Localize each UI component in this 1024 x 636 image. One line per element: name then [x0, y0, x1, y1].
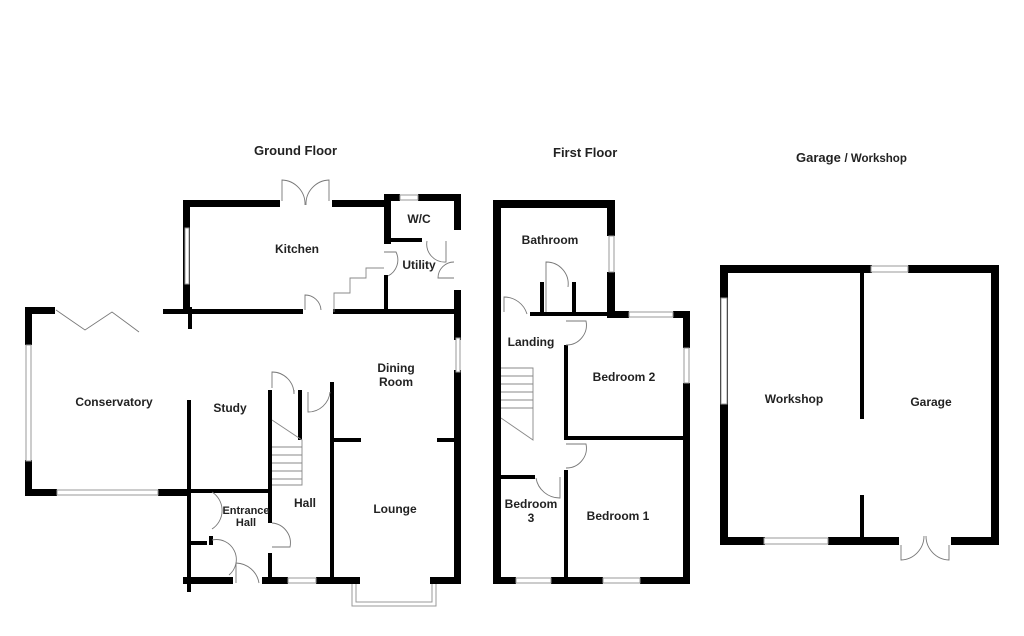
room-label-landing: Landing	[507, 335, 555, 349]
room-label-wc: W/C	[407, 212, 431, 226]
room-label-hall: Hall	[293, 496, 317, 510]
room-label-study: Study	[213, 401, 247, 415]
garage-title-sub: / Workshop	[844, 153, 907, 165]
room-label-conservatory: Conservatory	[75, 395, 153, 409]
stairs-first	[500, 367, 534, 441]
room-label-dining-room: Dining Room	[377, 361, 415, 389]
garage-title-main: Garage	[796, 150, 841, 165]
room-label-bedroom-1: Bedroom 1	[586, 509, 650, 523]
garage-plan	[720, 265, 999, 561]
garage-workshop-title: Garage / Workshop	[796, 150, 907, 165]
room-label-garage: Garage	[910, 395, 952, 409]
ground-floor-title: Ground Floor	[254, 143, 338, 158]
room-label-utility: Utility	[402, 258, 436, 272]
first-floor-title: First Floor	[553, 145, 618, 160]
room-label-bathroom: Bathroom	[521, 233, 579, 247]
ground-floor-plan	[25, 179, 461, 607]
room-label-workshop: Workshop	[764, 392, 824, 406]
room-label-bedroom-2: Bedroom 2	[592, 370, 656, 384]
stairs-ground	[271, 419, 303, 486]
room-label-entrance-hall: Entrance Hall	[222, 505, 270, 529]
room-label-kitchen: Kitchen	[274, 242, 320, 256]
room-label-lounge: Lounge	[373, 502, 417, 516]
first-floor-plan	[493, 200, 690, 584]
room-label-bedroom-3: Bedroom 3	[504, 497, 558, 525]
